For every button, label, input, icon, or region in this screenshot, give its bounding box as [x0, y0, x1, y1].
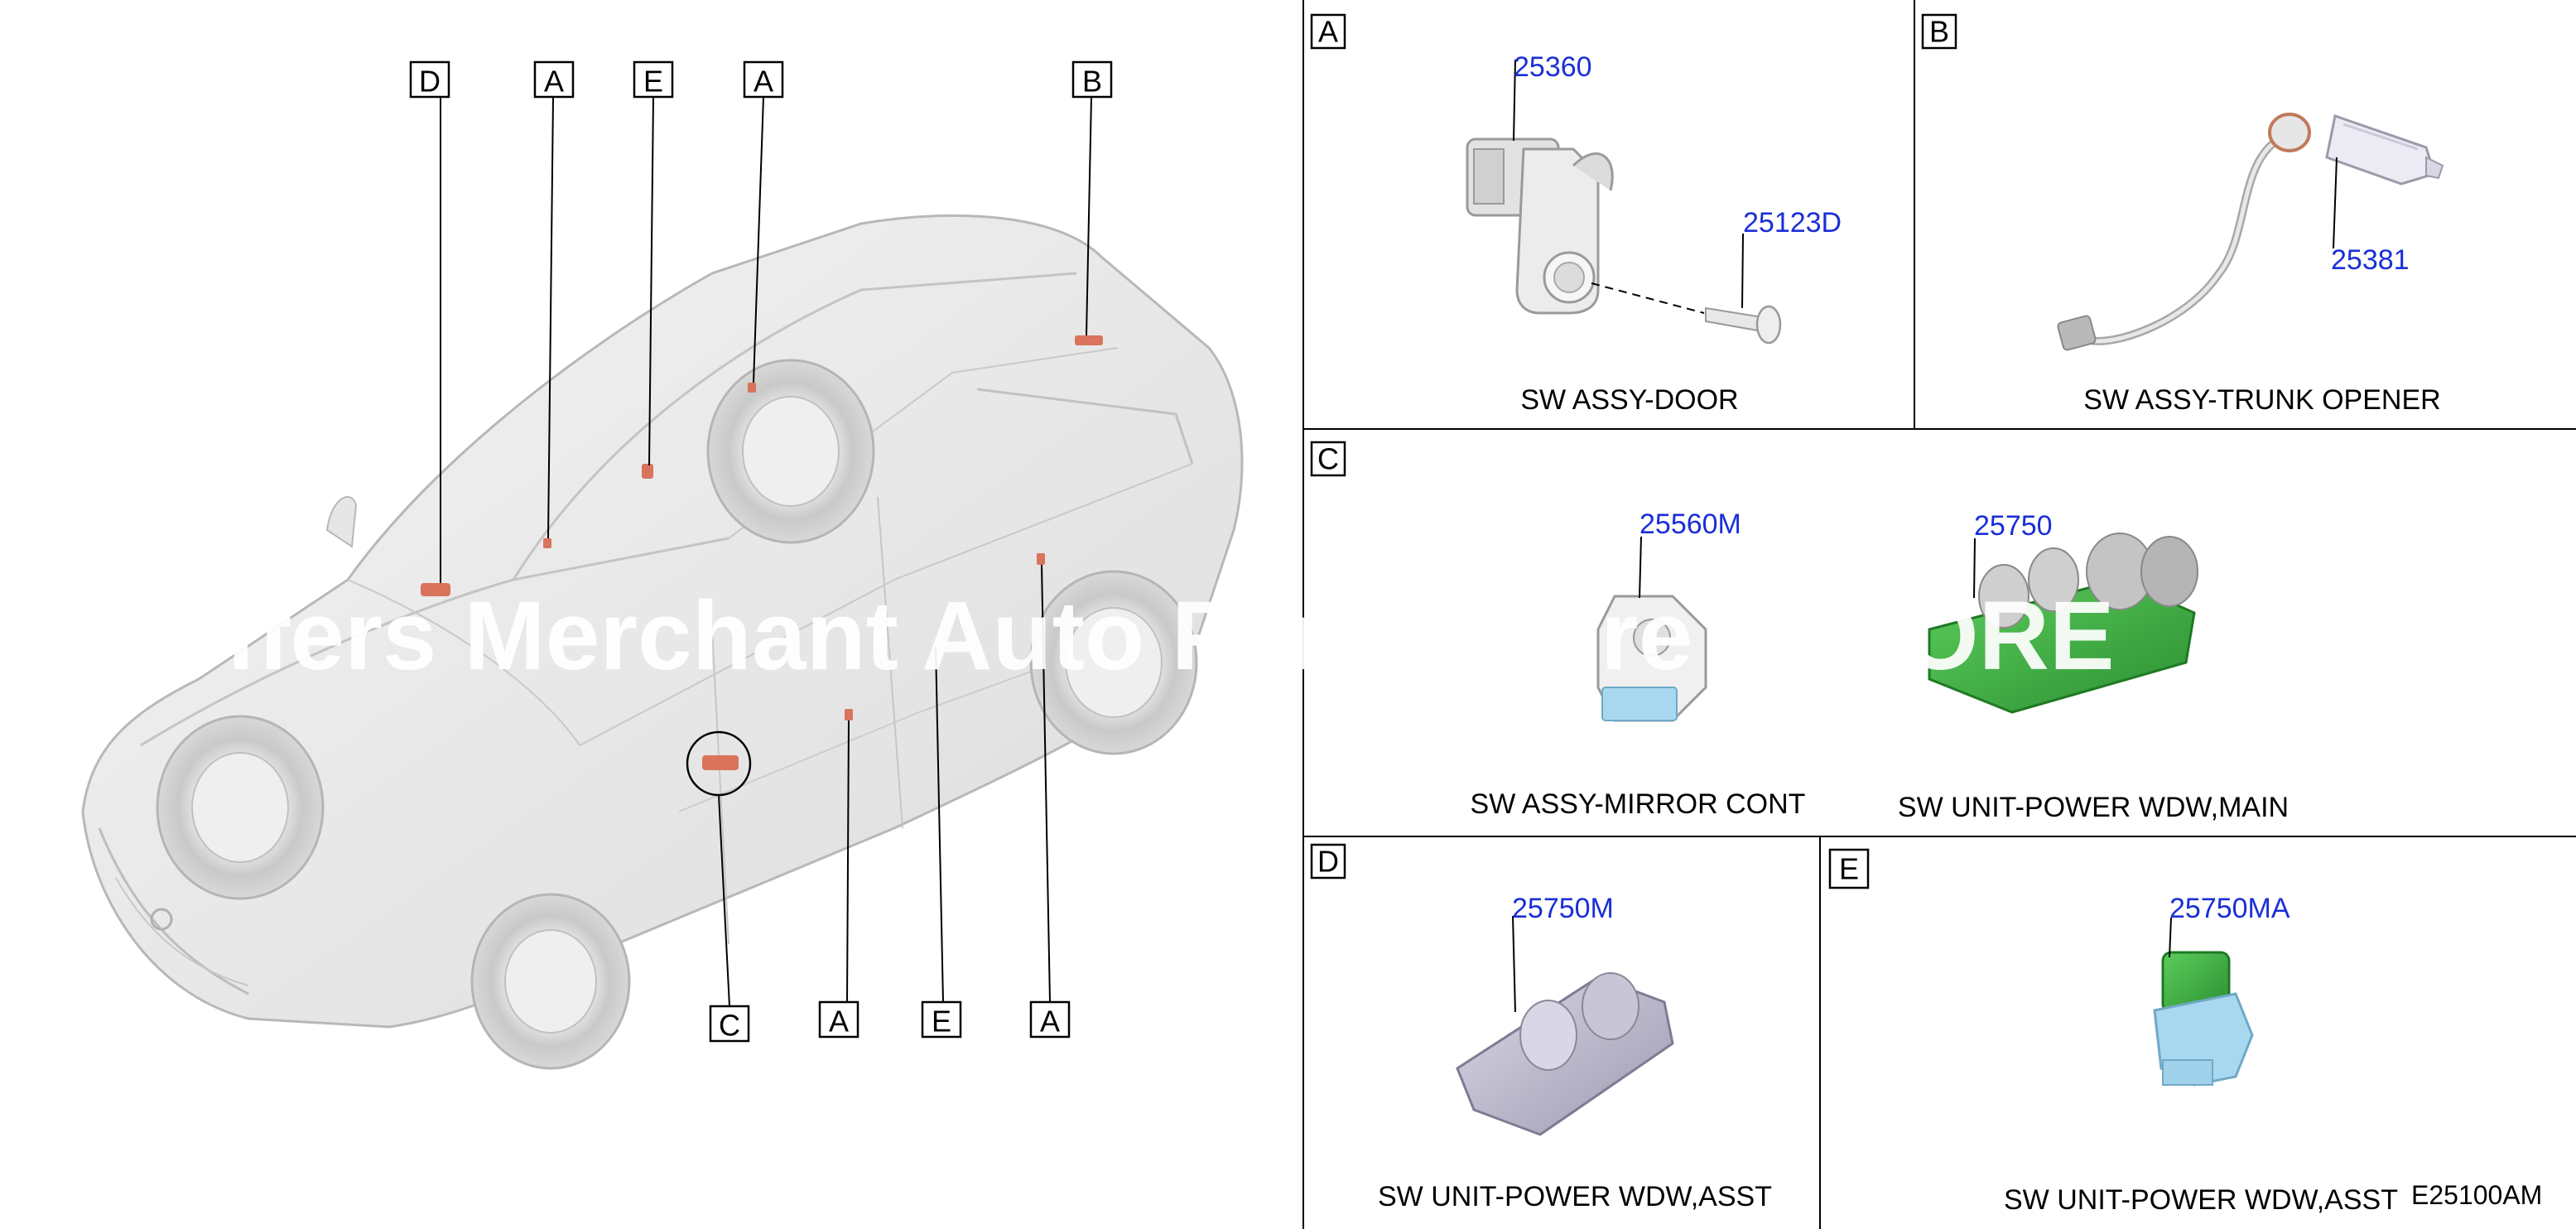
panel-letter: A — [1318, 15, 1338, 49]
car-part-marker-a3 — [845, 709, 853, 721]
car-callout-a: A — [1029, 1000, 1071, 1039]
part-number-25750ma: 25750MA — [2169, 893, 2290, 924]
panel-letter: D — [1317, 845, 1339, 879]
callout-letter: C — [719, 1009, 740, 1043]
watermark-text: Offers Merchant Auto Parts Store TSTORE — [149, 581, 2115, 691]
power-window-main-switch-illustration — [1928, 533, 2198, 714]
car-part-marker-b — [1075, 335, 1103, 345]
callout-letter: E — [932, 1005, 951, 1039]
panel-grid-lines — [1302, 0, 2576, 1229]
car-callout-b: B — [1071, 60, 1113, 99]
panel-c: C 25560M 25750 SW ASSY-MIRROR CONT SW UN… — [1310, 441, 2289, 823]
wheel-rear-right — [1029, 570, 1198, 755]
part-number-25750m: 25750M — [1512, 893, 1614, 924]
panel-b: B 25381 SW ASSY-TRUNK OPENER — [1921, 13, 2444, 416]
part-name-sw-unit-power-wdw-main: SW UNIT-POWER WDW,MAIN — [1898, 792, 2289, 823]
part-number-25750: 25750 — [1974, 510, 2053, 542]
car-part-marker-d — [421, 583, 450, 596]
power-window-asst-switch-illustration — [1456, 972, 1674, 1136]
part-name-sw-unit-power-wdw-asst: SW UNIT-POWER WDW,ASST — [2004, 1184, 2398, 1216]
panel-letter: C — [1317, 442, 1339, 476]
callout-letter: A — [1040, 1005, 1060, 1039]
part-name-sw-assy-mirror-cont: SW ASSY-MIRROR CONT — [1471, 788, 1806, 820]
wheel-front-right — [706, 359, 875, 544]
panel-letter: E — [1839, 852, 1859, 886]
car-callout-a: A — [743, 60, 784, 99]
part-number-25123d: 25123D — [1743, 207, 1842, 239]
diagram-code: E25100AM — [2411, 1180, 2542, 1210]
panel-letter: B — [1929, 15, 1949, 49]
power-window-asst-switch-e-illustration — [2153, 951, 2254, 1087]
door-switch-illustration — [1466, 137, 1614, 315]
car-part-marker-c — [702, 755, 739, 770]
callout-letter: E — [643, 65, 663, 99]
part-name-sw-unit-power-wdw-asst: SW UNIT-POWER WDW,ASST — [1378, 1181, 1772, 1212]
car-illustration — [81, 96, 1244, 1070]
part-name-sw-assy-door: SW ASSY-DOOR — [1520, 384, 1738, 416]
callout-letter: B — [1082, 65, 1102, 99]
callout-letter: A — [829, 1005, 849, 1039]
part-number-25360: 25360 — [1514, 51, 1592, 83]
car-callout-d: D — [409, 60, 450, 99]
screw-illustration — [1705, 305, 1782, 345]
callout-letter: A — [754, 65, 773, 99]
car-callout-a: A — [533, 60, 575, 99]
callout-letter: A — [544, 65, 564, 99]
wheel-rear-left — [470, 893, 631, 1070]
car-part-marker-a2 — [748, 383, 756, 393]
car-callout-e: E — [921, 1000, 962, 1039]
car-part-marker-a4 — [1037, 553, 1045, 565]
panel-e: E 25750MA SW UNIT-POWER WDW,ASST E25100A… — [1828, 848, 2542, 1216]
callout-letter: D — [419, 65, 441, 99]
part-name-sw-assy-trunk-opener: SW ASSY-TRUNK OPENER — [2083, 384, 2440, 416]
panel-a: A 25360 25123D SW ASSY-DOOR — [1310, 13, 1842, 416]
part-number-25381: 25381 — [2331, 244, 2410, 276]
car-callout-e: E — [633, 60, 674, 99]
car-callout-c: C — [709, 1005, 750, 1043]
car-callout-a: A — [818, 1000, 859, 1039]
car-part-marker-e1 — [642, 464, 653, 479]
wheel-front-left — [156, 715, 325, 900]
trunk-opener-switch-illustration — [2057, 113, 2444, 351]
panel-d: D 25750M SW UNIT-POWER WDW,ASST — [1310, 843, 1772, 1212]
car-part-marker-a1 — [543, 538, 551, 548]
part-number-25560m: 25560M — [1639, 508, 1741, 540]
mirror-control-switch-illustration — [1596, 595, 1707, 722]
